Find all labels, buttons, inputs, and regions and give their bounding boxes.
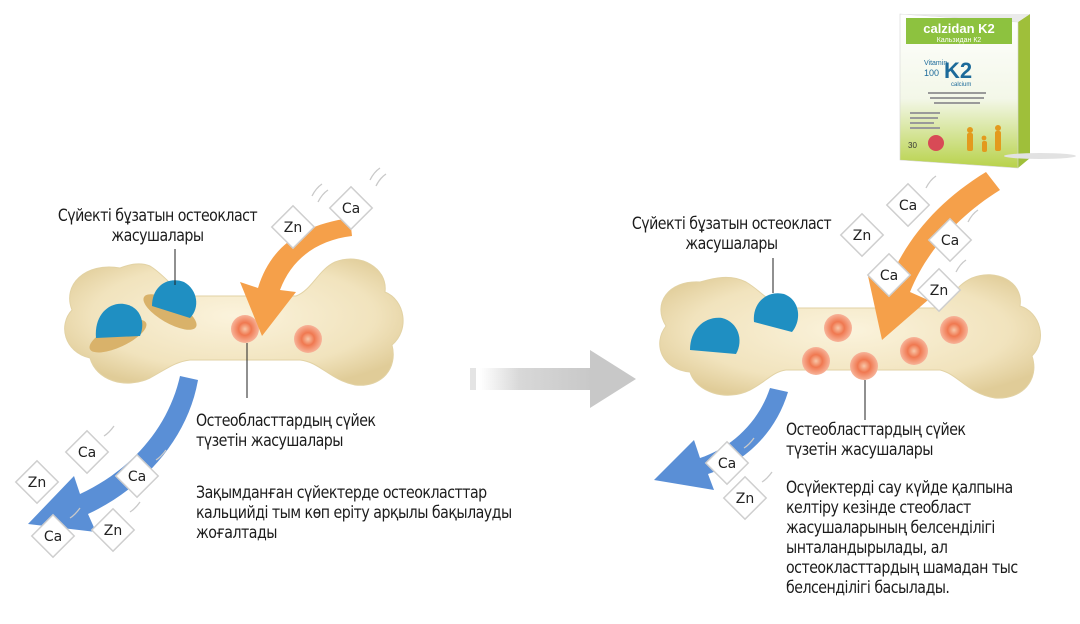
ion-tag-ca-left-2: Ca xyxy=(114,453,160,499)
left-osteoblast-label: Остеобласттардың сүйек түзетін жасушалар… xyxy=(196,411,376,450)
ion-tag-ca-left-1: Ca xyxy=(64,429,110,475)
right-osteoblast-label: Остеобласттардың сүйек түзетін жасушалар… xyxy=(786,420,966,459)
motion-lines xyxy=(69,167,979,519)
svg-text:Ca: Ca xyxy=(128,469,146,485)
svg-text:Zn: Zn xyxy=(736,491,754,507)
ion-tag-zn-right-2: Zn xyxy=(916,267,962,313)
product-big-label: K2 xyxy=(944,58,972,83)
ion-tag-ca-right-4: Ca xyxy=(704,440,750,486)
ion-tag-ca-right-2: Ca xyxy=(927,217,973,263)
right-osteoblast-cell-2 xyxy=(940,316,968,344)
ion-tag-zn-right-3: Zn xyxy=(722,475,768,521)
right-osteoblast-cell-4 xyxy=(850,352,878,380)
left-osteoblast-cell-1 xyxy=(231,315,259,343)
center-transition-arrow xyxy=(470,350,636,408)
ion-tag-ca-right-1: Ca xyxy=(885,182,931,228)
ion-tag-zn-left-1: Zn xyxy=(14,459,60,505)
right-osteoblast-cell-5 xyxy=(900,337,928,365)
left-osteoclast-cell-2 xyxy=(143,280,197,330)
ion-tag-zn-left-top: Zn xyxy=(270,204,316,250)
product-brand-cyr: Кальзидан К2 xyxy=(937,37,982,44)
svg-text:Zn: Zn xyxy=(930,283,948,299)
svg-text:Ca: Ca xyxy=(899,198,917,214)
right-osteoclast-cell-2 xyxy=(753,293,799,332)
right-osteoclast-cell-1 xyxy=(690,317,740,354)
svg-text:Ca: Ca xyxy=(718,456,736,472)
right-osteoblast-cell-3 xyxy=(802,347,830,375)
svg-text:Ca: Ca xyxy=(880,268,898,284)
product-vitamin-prefix: Vitamin xyxy=(924,60,947,67)
ion-tag-ca-left-3: Ca xyxy=(30,513,76,559)
right-outgoing-arrow xyxy=(654,388,788,490)
product-box: calzidan K2 Кальзидан К2 Vitamin 100 K2 … xyxy=(899,13,1076,169)
svg-text:Zn: Zn xyxy=(853,228,871,244)
family-silhouette-icon xyxy=(967,125,1001,152)
svg-text:Ca: Ca xyxy=(342,201,360,217)
svg-text:Zn: Zn xyxy=(104,523,122,539)
product-brand: calzidan K2 xyxy=(923,21,995,36)
right-description: Осүйектерді сау күйде қалпына келтіру ке… xyxy=(786,478,1018,597)
left-osteoblast-cell-2 xyxy=(294,325,322,353)
left-outgoing-arrow xyxy=(28,376,198,532)
ion-tag-ca-left-top: Ca xyxy=(328,185,374,231)
svg-text:Ca: Ca xyxy=(941,233,959,249)
left-osteoclast-cell-1 xyxy=(89,303,147,353)
right-osteoclast-label: Сүйекті бұзатын остеокласт жасушалары xyxy=(631,214,832,253)
left-incoming-arrow xyxy=(240,218,352,336)
svg-text:Ca: Ca xyxy=(78,445,96,461)
right-incoming-arrow xyxy=(868,172,1000,340)
product-count: 30 xyxy=(908,141,917,150)
ion-tag-zn-left-2: Zn xyxy=(90,507,136,553)
product-dose: 100 xyxy=(924,68,939,78)
svg-text:Zn: Zn xyxy=(28,475,46,491)
ion-tag-zn-right-1: Zn xyxy=(839,212,885,258)
svg-text:Ca: Ca xyxy=(44,529,62,545)
right-osteoblast-cell-1 xyxy=(824,314,852,342)
svg-text:Zn: Zn xyxy=(284,220,302,236)
ion-tag-ca-right-3: Ca xyxy=(866,252,912,298)
product-sub-label: calcium xyxy=(951,82,971,88)
left-description: Зақымданған сүйектерде остеокласттар кал… xyxy=(196,483,512,542)
left-osteoclast-label: Сүйекті бұзатын остеокласт жасушалары xyxy=(57,206,258,245)
